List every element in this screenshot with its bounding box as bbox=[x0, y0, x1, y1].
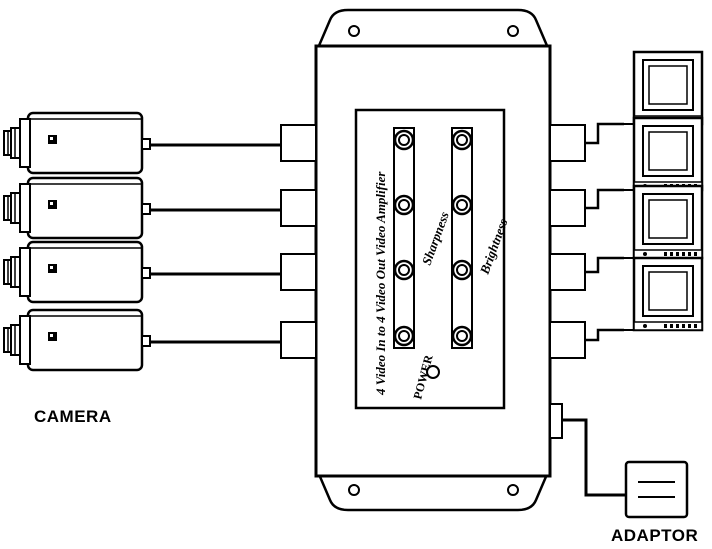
video-input-port bbox=[280, 124, 317, 162]
knob-strip-brightness bbox=[451, 127, 473, 349]
cctv-camera-icon bbox=[3, 176, 151, 240]
crt-monitor-icon bbox=[622, 50, 704, 126]
adjust-knob-icon[interactable] bbox=[451, 325, 473, 347]
power-adaptor-icon bbox=[624, 460, 689, 519]
power-socket bbox=[549, 403, 563, 439]
monitor-group bbox=[622, 50, 704, 332]
video-input-port bbox=[280, 321, 317, 359]
video-output-port bbox=[549, 124, 586, 162]
video-output-ports bbox=[549, 122, 624, 359]
knob-strip-sharpness bbox=[393, 127, 415, 349]
video-output-port bbox=[549, 321, 586, 359]
monitor-cable bbox=[585, 188, 624, 210]
video-input-port bbox=[280, 253, 317, 291]
adaptor bbox=[562, 418, 689, 519]
adjust-knob-icon[interactable] bbox=[393, 259, 415, 281]
crt-monitor-icon bbox=[622, 256, 704, 332]
device-title: 4 Video In to 4 Video Out Video Amplifie… bbox=[373, 171, 388, 396]
camera-group bbox=[3, 111, 151, 372]
cctv-camera-icon bbox=[3, 111, 151, 175]
video-output-port bbox=[549, 189, 586, 227]
mount-hole-icon bbox=[507, 484, 519, 496]
mount-hole-icon bbox=[348, 25, 360, 37]
monitor-cable bbox=[585, 328, 624, 342]
monitor-cable bbox=[585, 256, 624, 274]
adaptor-cable bbox=[562, 418, 627, 497]
adaptor-label: ADAPTOR bbox=[611, 526, 698, 545]
adjust-knob-icon[interactable] bbox=[393, 194, 415, 216]
cctv-camera-icon bbox=[3, 308, 151, 372]
bottom-mounting-flange bbox=[316, 470, 550, 512]
adjust-knob-icon[interactable] bbox=[393, 325, 415, 347]
amplifier-unit: 4 Video In to 4 Video Out Video Amplifie… bbox=[314, 8, 563, 512]
mount-hole-icon bbox=[348, 484, 360, 496]
front-panel bbox=[354, 108, 506, 410]
crt-monitor-icon bbox=[622, 184, 704, 260]
crt-monitor-icon bbox=[622, 116, 704, 192]
mount-hole-icon bbox=[507, 25, 519, 37]
adjust-knob-icon[interactable] bbox=[393, 129, 415, 151]
monitor-cable bbox=[585, 122, 624, 145]
power-led-icon bbox=[426, 365, 440, 379]
cctv-camera-icon bbox=[3, 240, 151, 304]
top-mounting-flange bbox=[316, 8, 550, 50]
video-input-port bbox=[280, 189, 317, 227]
adjust-knob-icon[interactable] bbox=[451, 129, 473, 151]
knob-group bbox=[393, 129, 473, 347]
adjust-knob-icon[interactable] bbox=[451, 194, 473, 216]
camera-label: CAMERA bbox=[34, 407, 112, 426]
video-input-ports bbox=[150, 124, 317, 359]
adjust-knob-icon[interactable] bbox=[451, 259, 473, 281]
video-output-port bbox=[549, 253, 586, 291]
